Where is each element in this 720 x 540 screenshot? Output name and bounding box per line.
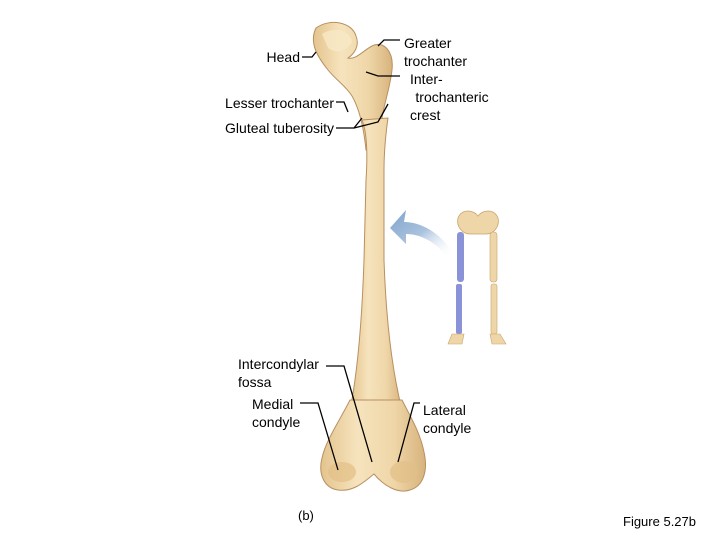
label-intertrochanteric-line1: Inter- bbox=[410, 71, 443, 87]
lateral-condyle-leader bbox=[397, 402, 420, 463]
label-intertrochanteric-crest: Inter- trochanteric crest bbox=[404, 70, 500, 124]
orientation-arrow bbox=[390, 210, 452, 256]
femur-proximal bbox=[312, 21, 393, 151]
label-medial-condyle-line1: Medial bbox=[252, 396, 294, 412]
label-lateral-condyle: Lateral condyle bbox=[423, 401, 471, 437]
label-lesser-trochanter: Lesser trochanter bbox=[225, 95, 334, 111]
label-lateral-condyle-line2: condyle bbox=[423, 420, 472, 436]
label-intercondylar-line1: Intercondylar bbox=[238, 356, 319, 372]
right-tibia-highlight bbox=[456, 284, 462, 334]
left-foot bbox=[489, 333, 507, 345]
label-head: Head bbox=[266, 49, 300, 65]
left-femur bbox=[489, 231, 498, 283]
left-tibia bbox=[490, 283, 498, 335]
skeleton-thumbnail bbox=[447, 210, 507, 345]
leader-lines bbox=[300, 39, 420, 471]
label-greater-trochanter-line2: trochanter bbox=[404, 53, 468, 69]
label-intercondylar-line2: fossa bbox=[238, 374, 272, 390]
intercondylar-leader bbox=[326, 365, 373, 463]
head-shade bbox=[322, 29, 352, 52]
lateral-condyle-shade bbox=[390, 461, 418, 483]
femur-bone bbox=[312, 21, 426, 492]
label-gluteal-tuberosity: Gluteal tuberosity bbox=[225, 120, 334, 136]
label-greater-trochanter: Greater trochanter bbox=[404, 34, 467, 70]
right-foot bbox=[447, 333, 465, 345]
label-intertrochanteric-line3: crest bbox=[410, 107, 441, 123]
label-lateral-condyle-line1: Lateral bbox=[423, 402, 466, 418]
medial-condyle-shade bbox=[328, 462, 356, 482]
gluteal-to-crest-leader bbox=[353, 103, 389, 129]
label-intertrochanteric-line2: trochanteric bbox=[415, 89, 489, 105]
lesser-trochanter-leader bbox=[336, 101, 349, 113]
pelvis bbox=[457, 210, 499, 235]
figure-label: Figure 5.27b bbox=[623, 514, 696, 529]
intertrochanteric-leader bbox=[365, 71, 400, 77]
femur-shaft bbox=[349, 117, 403, 411]
right-femur-highlight bbox=[457, 232, 464, 282]
medial-condyle-leader bbox=[300, 402, 339, 471]
label-greater-trochanter-line1: Greater bbox=[404, 35, 452, 51]
label-medial-condyle-line2: condyle bbox=[252, 414, 301, 430]
panel-label: (b) bbox=[298, 508, 314, 523]
label-medial-condyle: Medial condyle bbox=[252, 395, 300, 431]
label-intercondylar-fossa: Intercondylar fossa bbox=[238, 355, 319, 391]
head-leader bbox=[302, 51, 317, 58]
greater-trochanter-leader bbox=[377, 39, 400, 47]
